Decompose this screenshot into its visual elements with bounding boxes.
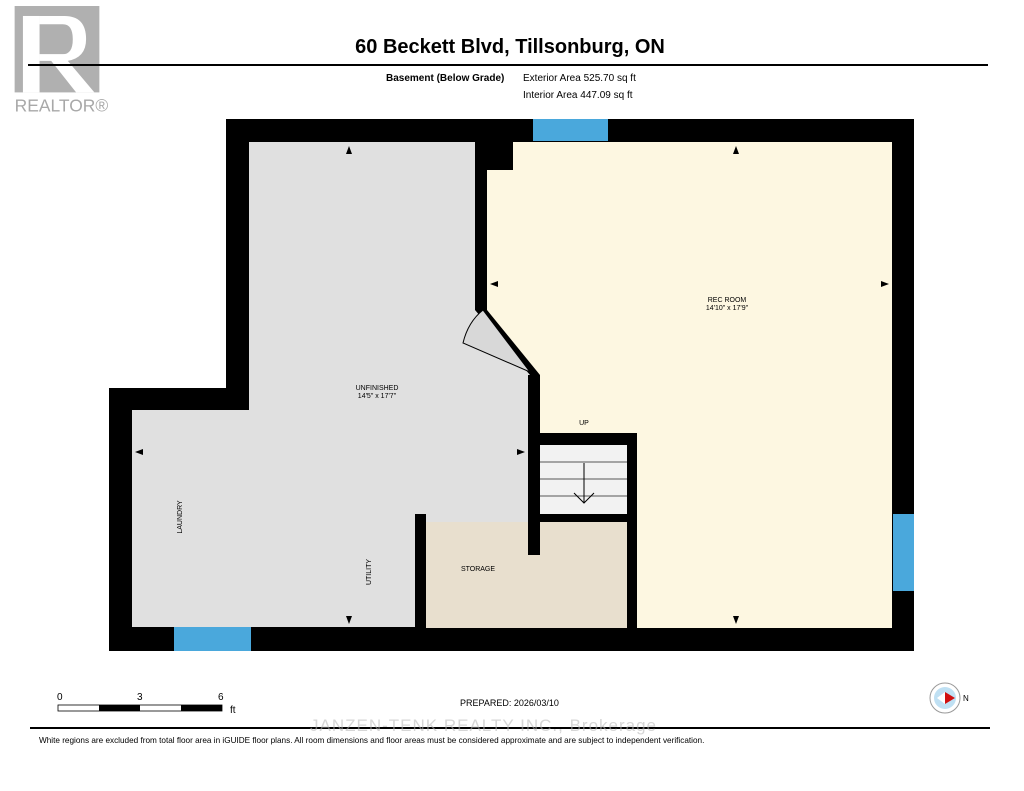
window-top: [533, 119, 608, 141]
scale-unit: ft: [230, 705, 236, 716]
footer-divider: [30, 727, 990, 729]
stairs-up-label: UP: [579, 420, 589, 427]
svg-text:REALTOR®: REALTOR®: [15, 96, 108, 114]
wall-stair-right: [627, 433, 637, 628]
rec-room-dims: 14'10" x 17'9": [706, 305, 749, 312]
wall-center-upper: [475, 142, 487, 310]
laundry-name: LAUNDRY: [177, 500, 184, 534]
unfinished-name: UNFINISHED: [356, 385, 399, 392]
compass-north-label: N: [963, 694, 969, 703]
compass-icon: N: [929, 682, 969, 714]
scale-tick-6: 6: [218, 692, 224, 703]
storage-name: STORAGE: [461, 566, 495, 573]
dimension-arrows: [135, 146, 889, 624]
unfinished-dims: 14'5" x 17'7": [358, 393, 397, 400]
realtor-logo: REALTOR®: [14, 6, 108, 114]
wall-storage-left: [415, 514, 426, 628]
scale-tick-0: 0: [57, 692, 63, 703]
disclaimer-text: White regions are excluded from total fl…: [39, 736, 705, 745]
scale-bar: 0 3 6 ft: [57, 692, 236, 716]
header-divider: [28, 64, 988, 66]
window-right: [893, 514, 914, 591]
rec-room-name: REC ROOM: [708, 297, 747, 304]
scale-tick-3: 3: [137, 692, 143, 703]
brokerage-watermark: JANZEN-TENK REALTY INC., Brokerage: [310, 716, 658, 735]
door-swing: [462, 309, 532, 374]
room-storage: [426, 522, 628, 628]
wall-notch: [475, 142, 513, 170]
room-rec-room: [487, 142, 892, 628]
floor-level-label: Basement (Below Grade): [386, 73, 505, 84]
wall-center: [528, 375, 540, 555]
property-address-title: 60 Beckett Blvd, Tillsonburg, ON: [355, 36, 665, 58]
prepared-date: PREPARED: 2026/03/10: [460, 698, 559, 708]
window-bottom: [174, 627, 251, 651]
wall-stair-bottom: [540, 514, 628, 522]
exterior-area: Exterior Area 525.70 sq ft: [523, 73, 636, 84]
interior-area: Interior Area 447.09 sq ft: [523, 90, 633, 101]
room-unfinished: [132, 142, 530, 627]
utility-name: UTILITY: [366, 559, 373, 585]
